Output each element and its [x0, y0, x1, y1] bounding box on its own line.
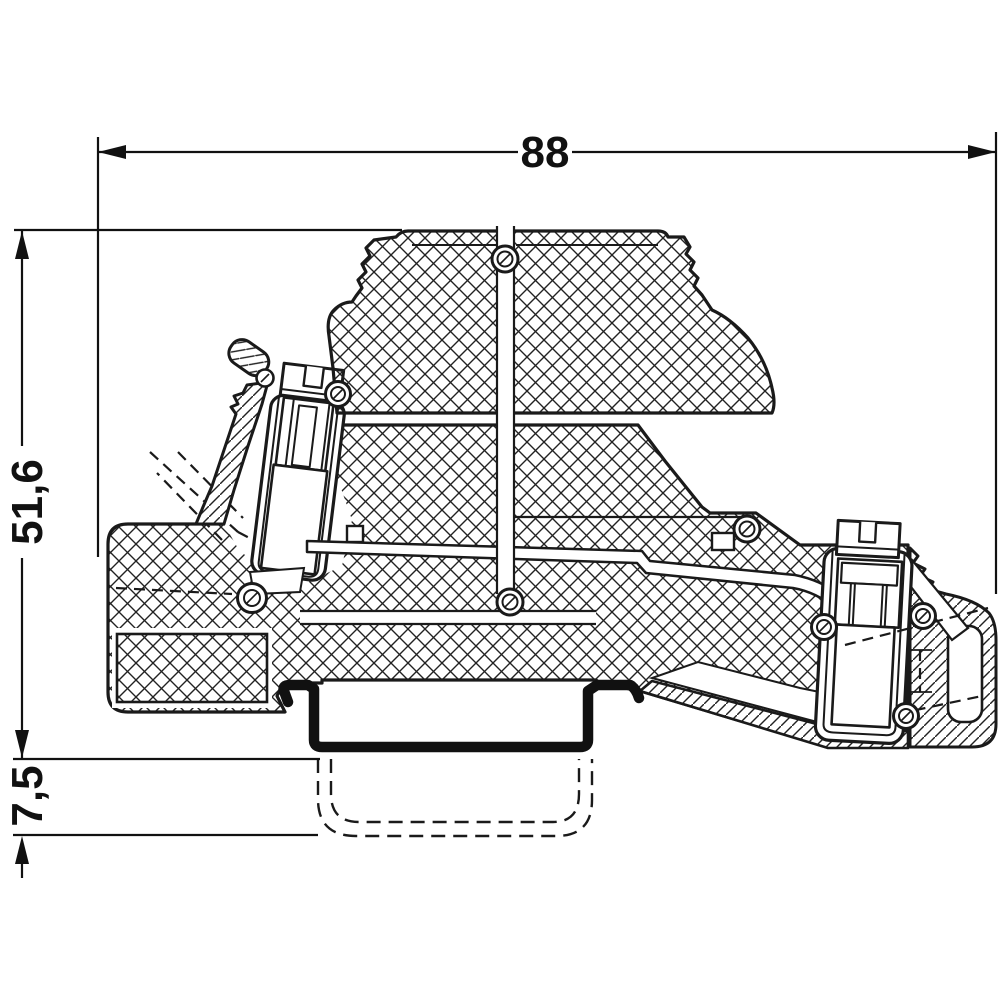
- dimension-height: 51,6: [3, 228, 402, 758]
- pin-left-upper: [324, 380, 352, 408]
- right-screw-slot: [857, 521, 878, 544]
- fixing-pins: [236, 244, 937, 730]
- head-section: [326, 226, 776, 596]
- pin-center: [495, 587, 525, 617]
- left-tower-wall: [194, 380, 270, 526]
- pin-left-lower: [236, 582, 268, 614]
- pin-right-cup-left: [810, 613, 838, 641]
- dimension-height-value: 51,6: [3, 459, 52, 545]
- dimension-width-value: 88: [521, 128, 570, 177]
- arrow-up-small-icon: [15, 836, 29, 864]
- pin-right-ledge: [732, 514, 762, 544]
- arrow-right-icon: [968, 145, 996, 159]
- left-wire-cavity: [259, 463, 329, 576]
- dimension-width: 88: [96, 128, 998, 594]
- din-rail-claw: [278, 679, 645, 753]
- arrow-down-icon: [15, 730, 29, 758]
- right-wire-cavity: [830, 623, 896, 729]
- pin-top-center: [490, 244, 520, 274]
- left-screw-shaft: [290, 404, 318, 469]
- dimension-rail-depth: 7,5: [3, 757, 320, 878]
- dimension-rail-depth-value: 7,5: [3, 765, 52, 826]
- left-screw-slot: [302, 365, 326, 390]
- arrow-up-icon: [15, 231, 29, 259]
- din-rail-phantom: [316, 759, 594, 838]
- block-panel: [115, 632, 269, 704]
- right-terminal: [813, 518, 914, 745]
- pin-left-tab: [255, 368, 275, 388]
- body-separation-band: [300, 611, 596, 624]
- pin-right-bottom: [892, 702, 920, 730]
- center-channel: [497, 226, 514, 596]
- right-screw-shaft: [851, 582, 884, 628]
- arrow-left-icon: [98, 145, 126, 159]
- pin-right-foot: [909, 602, 937, 630]
